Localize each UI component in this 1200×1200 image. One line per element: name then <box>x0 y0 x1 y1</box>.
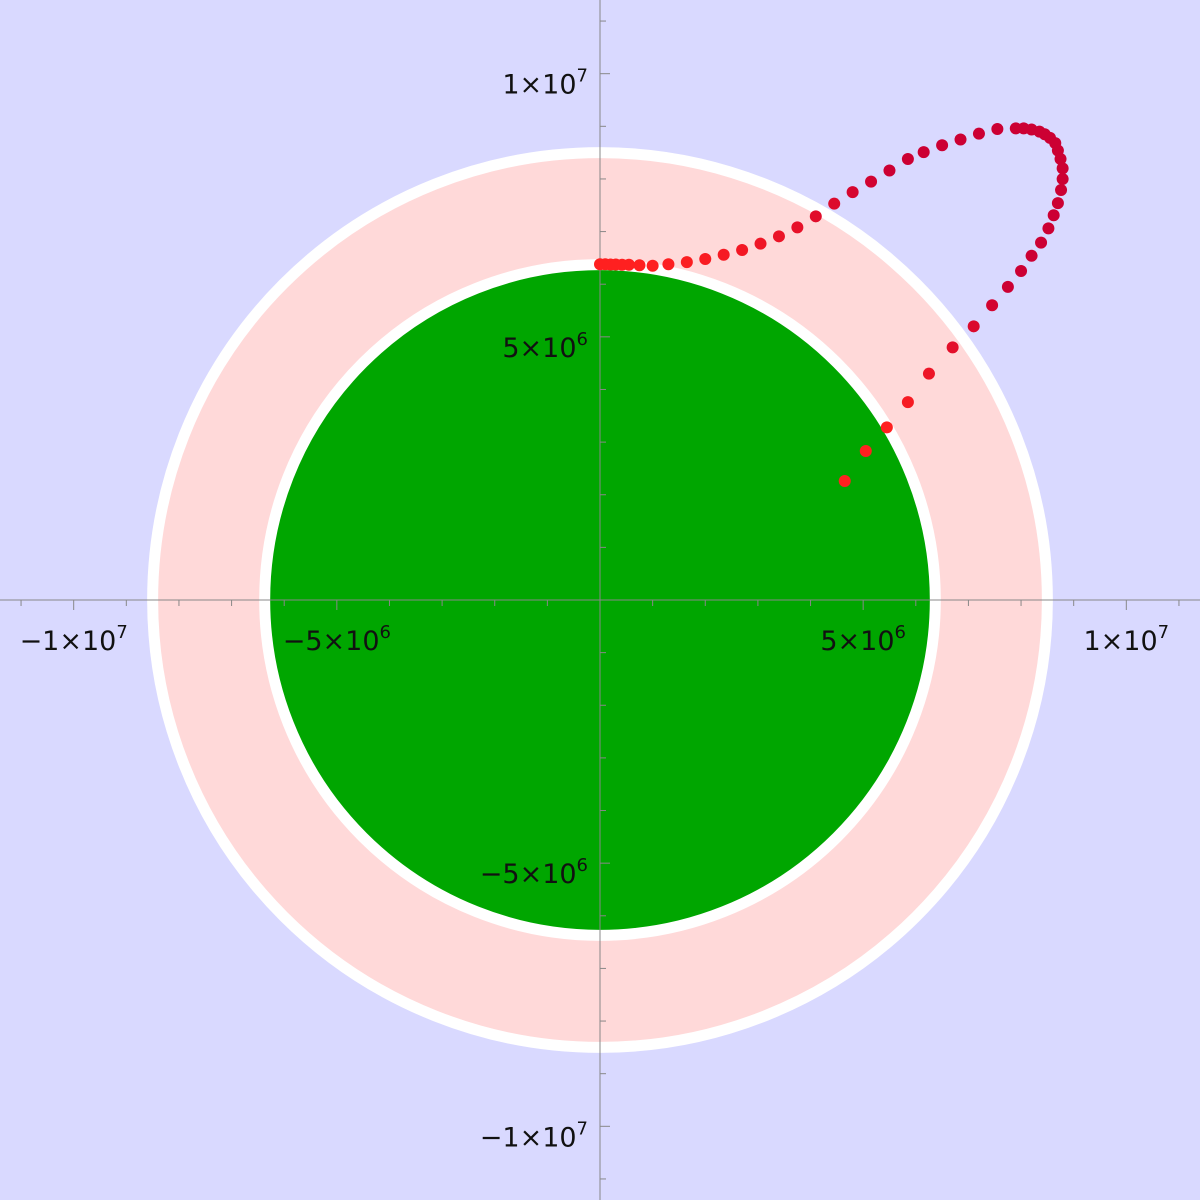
trajectory-point <box>1047 209 1060 222</box>
trajectory-point <box>680 256 693 269</box>
trajectory-point <box>972 127 985 140</box>
trajectory-point <box>1055 184 1068 196</box>
trajectory-point <box>772 230 785 243</box>
trajectory-point <box>901 396 914 409</box>
trajectory-point <box>791 221 804 234</box>
x-tick-label: 1×107 <box>1084 622 1170 657</box>
trajectory-point <box>846 186 859 199</box>
trajectory-point <box>699 252 712 265</box>
trajectory-point <box>859 445 872 458</box>
x-tick-label: 5×106 <box>820 622 906 657</box>
trajectory-point <box>662 258 675 271</box>
trajectory-point <box>1051 197 1064 210</box>
trajectory-point <box>1035 236 1048 249</box>
y-tick-label: 5×106 <box>502 329 588 364</box>
trajectory-point <box>1056 172 1069 185</box>
trajectory-point <box>1056 162 1069 175</box>
trajectory-point <box>1025 249 1038 262</box>
tick-labels-layer: −1×107 −5×106 5×106 1×107 1×107 5×106 −5×106 −1… <box>20 66 1170 1154</box>
trajectory-point <box>967 320 980 333</box>
trajectory-point <box>754 237 767 250</box>
trajectory-point <box>622 258 635 271</box>
y-tick-label: −5×106 <box>480 855 588 890</box>
trajectory-point <box>646 259 659 272</box>
trajectory-point <box>1054 152 1067 165</box>
trajectory-point <box>1015 265 1028 278</box>
trajectory-point <box>717 248 730 261</box>
trajectory-point <box>1042 222 1055 235</box>
trajectory-point <box>633 259 646 272</box>
trajectory-point <box>880 421 893 434</box>
trajectory-point <box>986 299 999 312</box>
trajectory-point <box>809 210 822 223</box>
y-tick-label: −1×107 <box>480 1118 588 1153</box>
trajectory-point <box>917 146 930 159</box>
trajectory-point <box>991 122 1004 135</box>
trajectory-points-layer <box>594 122 1069 488</box>
y-tick-label: 1×107 <box>502 66 588 101</box>
trajectory-point <box>901 152 914 165</box>
trajectory-point <box>736 244 749 256</box>
trajectory-point <box>936 139 949 152</box>
trajectory-point <box>865 175 878 188</box>
trajectory-point <box>883 164 896 177</box>
x-tick-label: −1×107 <box>20 622 128 657</box>
trajectory-point <box>828 197 841 210</box>
trajectory-point <box>946 341 959 354</box>
trajectory-point <box>954 133 967 146</box>
x-tick-label: −5×106 <box>283 622 391 657</box>
trajectory-point <box>1001 280 1014 293</box>
trajectory-point <box>838 475 851 488</box>
trajectory-point <box>922 367 935 380</box>
